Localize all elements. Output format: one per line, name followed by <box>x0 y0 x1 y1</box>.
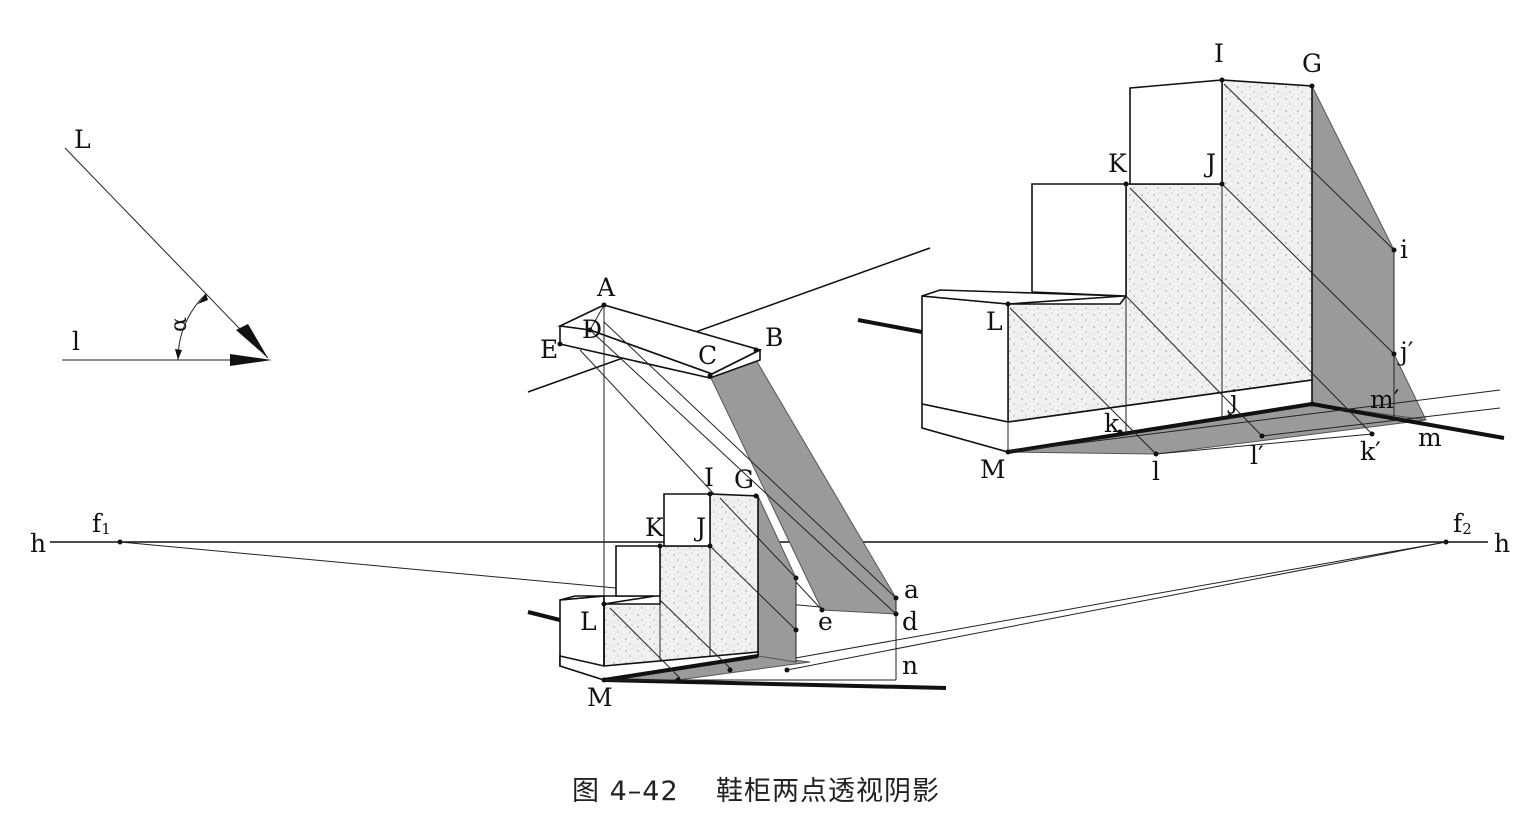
horizon-label-right: h <box>1494 529 1510 558</box>
large-label-m: m <box>1418 423 1442 452</box>
horizon-label-left: h <box>30 529 46 558</box>
vp-right-label: f2 <box>1453 509 1472 538</box>
label-E: E <box>540 335 558 364</box>
small-mid-block <box>615 545 661 597</box>
large-label-K: K <box>1108 149 1128 178</box>
small-cabinet-drawing: A B C D E I G K J L M a d e n <box>527 247 947 712</box>
large-label-j-prime: j′ <box>1397 337 1414 366</box>
large-label-l-prime: l′ <box>1250 441 1264 470</box>
figure-caption: 图 4–42 鞋柜两点透视阴影 <box>572 776 940 807</box>
large-label-I: I <box>1214 39 1224 68</box>
large-label-M: M <box>980 455 1006 484</box>
large-label-L: L <box>986 307 1003 336</box>
light-projection-arrow <box>230 354 272 366</box>
shadow-label-n: n <box>902 651 918 680</box>
shadow-label-a: a <box>904 575 919 604</box>
small-label-K: K <box>645 513 665 542</box>
large-label-i: i <box>1400 235 1408 264</box>
large-mid-block <box>1031 183 1127 297</box>
label-C: C <box>698 341 717 370</box>
large-label-m-prime: m′ <box>1370 385 1400 414</box>
label-B: B <box>765 323 783 352</box>
vp-left-label: f1 <box>92 509 111 538</box>
small-label-G: G <box>734 465 754 494</box>
light-projection-label: l <box>72 327 80 356</box>
light-ray-arrow <box>236 324 268 358</box>
large-side-shadow <box>1311 85 1427 421</box>
label-D: D <box>582 315 602 344</box>
small-label-J: J <box>693 513 706 542</box>
angle-label: α <box>167 317 192 332</box>
large-label-j: j <box>1227 385 1238 414</box>
large-label-G: G <box>1302 49 1322 78</box>
small-label-M: M <box>587 683 613 712</box>
small-label-I: I <box>704 463 714 492</box>
small-label-L: L <box>580 607 597 636</box>
large-label-l: l <box>1152 457 1160 486</box>
light-direction-symbol: L l α <box>62 125 272 366</box>
shadow-label-e: e <box>818 607 833 636</box>
light-ray-line <box>64 147 269 359</box>
caption-title: 鞋柜两点透视阴影 <box>716 776 940 807</box>
caption-figure-number: 图 4–42 <box>572 776 679 807</box>
large-label-k: k <box>1104 409 1120 438</box>
large-label-k-prime: k′ <box>1360 437 1381 466</box>
large-label-J: J <box>1203 149 1216 178</box>
shadow-label-d: d <box>902 607 918 636</box>
large-cabinet-drawing: I G K J L M i j′ m′ j k l l′ k′ m <box>857 39 1505 486</box>
light-ray-label: L <box>74 125 91 154</box>
label-A: A <box>596 273 616 302</box>
